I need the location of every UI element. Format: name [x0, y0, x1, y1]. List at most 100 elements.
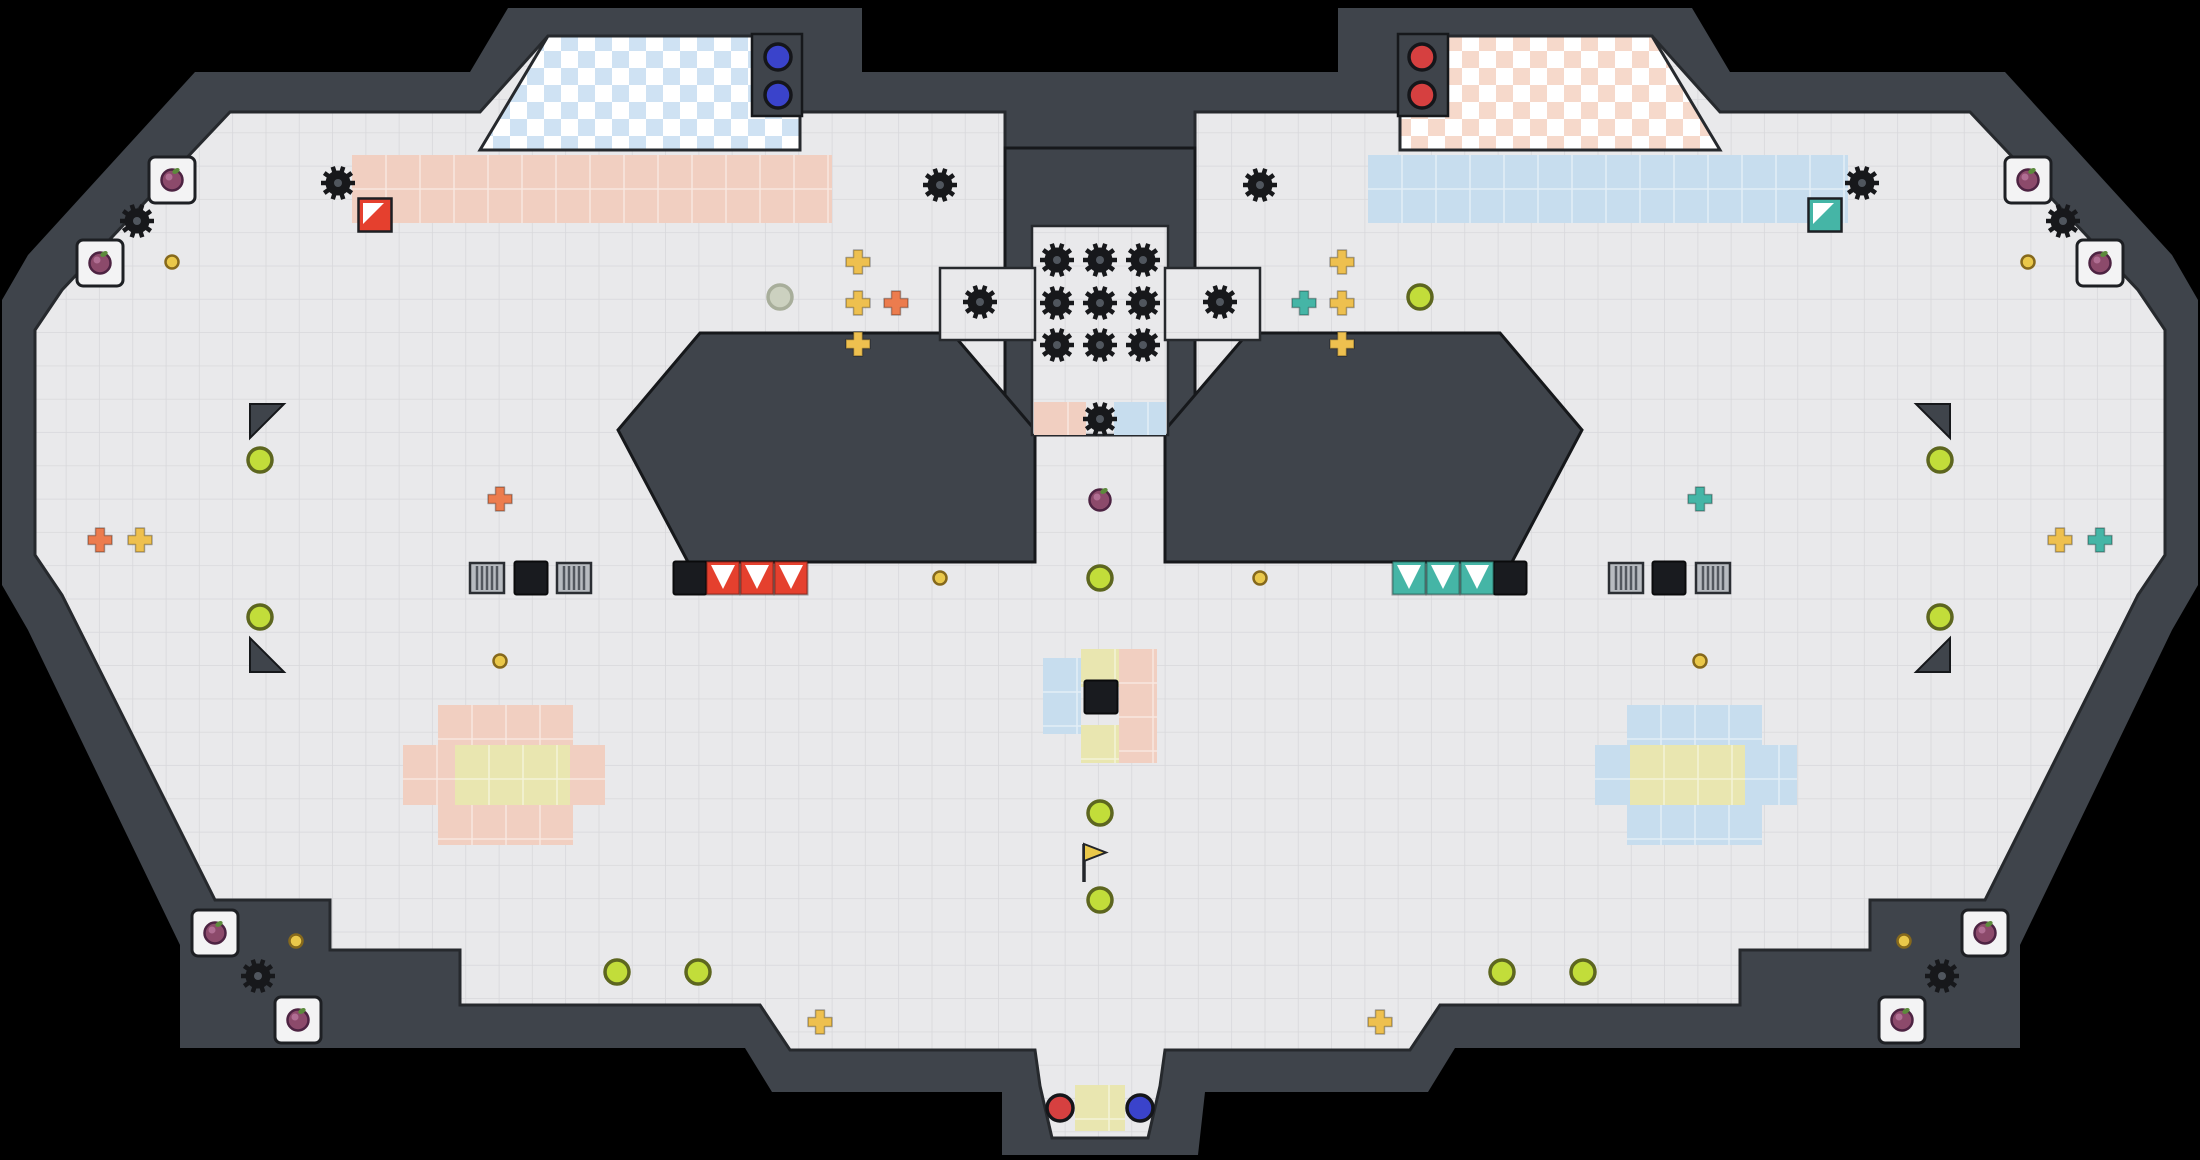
wall-funnel-left	[616, 331, 1037, 564]
gold-orb	[684, 958, 712, 986]
flag	[1082, 842, 1109, 882]
solid-block	[1492, 560, 1528, 596]
wall-funnel-right	[1163, 331, 1584, 564]
saw-trap	[321, 166, 355, 200]
grate-block	[1694, 561, 1732, 595]
spike-tile-red	[739, 560, 775, 596]
orb-collected	[766, 283, 794, 311]
powerup-cross-orange	[87, 527, 113, 553]
powerup-cross-orange	[883, 290, 909, 316]
powerup-cross-amber	[1329, 249, 1355, 275]
powerup-cross-amber	[845, 290, 871, 316]
spawn-marker-red	[1407, 42, 1437, 72]
coin-dot	[164, 254, 180, 270]
ramp-wedge	[1913, 635, 1951, 673]
coin-dot	[932, 570, 948, 586]
powerup-cross-teal	[1687, 486, 1713, 512]
saw-trap	[1083, 328, 1117, 362]
grate-block	[468, 561, 506, 595]
switch-tile-teal	[1807, 197, 1843, 233]
berry-box	[190, 908, 240, 958]
berry-box	[1960, 908, 2010, 958]
ramp-wedge	[249, 635, 287, 673]
solid-block	[513, 560, 549, 596]
gold-orb	[1926, 446, 1954, 474]
spawn-marker-red	[1045, 1093, 1075, 1123]
ramp-wedge	[249, 403, 287, 441]
tile-region-khaki	[455, 745, 570, 805]
saw-trap	[1083, 402, 1117, 436]
gold-orb	[1406, 283, 1434, 311]
saw-trap	[1126, 286, 1160, 320]
berry-box	[147, 155, 197, 205]
spawn-marker-blue	[763, 80, 793, 110]
tile-region-salmon	[403, 745, 455, 805]
tile-region-salmon	[1034, 402, 1086, 435]
tile-region-blue	[1745, 745, 1797, 805]
solid-block	[672, 560, 708, 596]
saw-trap	[1925, 959, 1959, 993]
saw-trap	[1126, 328, 1160, 362]
powerup-cross-amber	[2047, 527, 2073, 553]
saw-trap	[2046, 204, 2080, 238]
spawn-marker-blue	[763, 42, 793, 72]
gold-orb	[603, 958, 631, 986]
gold-orb	[1488, 958, 1516, 986]
solid-block	[1651, 560, 1687, 596]
coin-dot	[1896, 933, 1912, 949]
saw-trap	[1243, 168, 1277, 202]
berry-box	[2003, 155, 2053, 205]
gold-orb	[1569, 958, 1597, 986]
tile-region-khaki	[1630, 745, 1745, 805]
saw-trap	[241, 959, 275, 993]
spike-tile-red	[705, 560, 741, 596]
saw-trap	[1845, 166, 1879, 200]
gold-orb	[1926, 603, 1954, 631]
gold-orb	[1086, 799, 1114, 827]
saw-trap	[1083, 286, 1117, 320]
spawn-marker-red	[1407, 80, 1437, 110]
tile-region-khaki	[1081, 725, 1119, 763]
saw-trap	[1083, 243, 1117, 277]
berry-pickup	[1088, 488, 1112, 512]
checker-room	[477, 34, 802, 152]
gold-orb	[1086, 886, 1114, 914]
powerup-cross-amber	[807, 1009, 833, 1035]
gold-orb	[1086, 564, 1114, 592]
powerup-cross-amber	[845, 331, 871, 357]
powerup-cross-orange	[487, 486, 513, 512]
coin-dot	[1692, 653, 1708, 669]
berry-box	[2075, 238, 2125, 288]
spike-tile-red	[773, 560, 809, 596]
powerup-cross-amber	[1367, 1009, 1393, 1035]
coin-dot	[2020, 254, 2036, 270]
tile-region-salmon	[570, 745, 605, 805]
saw-trap	[1203, 285, 1237, 319]
powerup-cross-amber	[1329, 331, 1355, 357]
spike-tile-teal	[1459, 560, 1495, 596]
powerup-cross-amber	[1329, 290, 1355, 316]
gold-orb	[246, 603, 274, 631]
powerup-cross-amber	[845, 249, 871, 275]
coin-dot	[1252, 570, 1268, 586]
powerup-cross-teal	[2087, 527, 2113, 553]
saw-trap	[1126, 243, 1160, 277]
coin-dot	[288, 933, 304, 949]
saw-trap	[1040, 328, 1074, 362]
grate-block	[1607, 561, 1645, 595]
tile-region-salmon	[1119, 649, 1157, 763]
spawn-marker-blue	[1125, 1093, 1155, 1123]
berry-box	[75, 238, 125, 288]
powerup-cross-teal	[1291, 290, 1317, 316]
coin-dot	[492, 653, 508, 669]
saw-trap	[120, 204, 154, 238]
grate-block	[555, 561, 593, 595]
ramp-wedge	[1913, 403, 1951, 441]
solid-block	[1083, 679, 1119, 715]
berry-box	[1877, 995, 1927, 1045]
berry-box	[273, 995, 323, 1045]
spike-tile-teal	[1425, 560, 1461, 596]
saw-trap	[1040, 243, 1074, 277]
